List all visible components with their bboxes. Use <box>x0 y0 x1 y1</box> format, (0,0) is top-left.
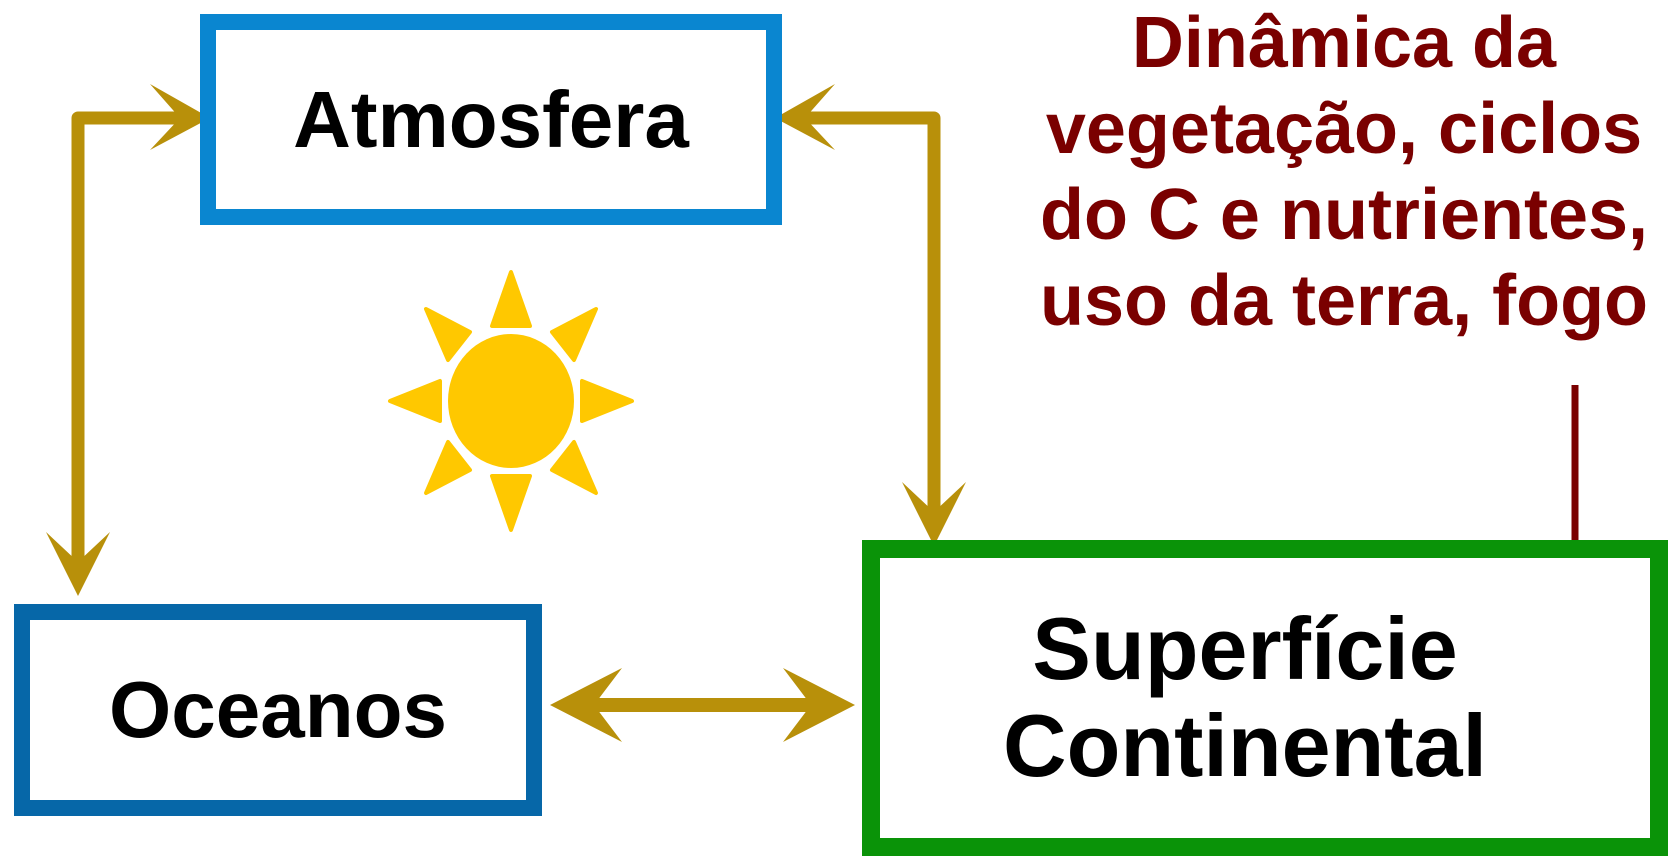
annotation-text: Dinâmica da vegetação, ciclos do C e nut… <box>1020 0 1668 344</box>
arrowhead-to-oceanos-right <box>550 668 622 742</box>
arrowhead-to-oceanos <box>46 532 110 596</box>
arrowhead-to-superficie-top <box>902 482 966 546</box>
node-superficie-label-line1: Superfície <box>1032 599 1458 699</box>
annotation-line-3: do C e nutrientes, <box>1039 175 1649 255</box>
node-oceanos-label: Oceanos <box>109 665 447 754</box>
annotation-line-1: Dinâmica da <box>1131 3 1557 83</box>
node-superficie-continental: Superfície Continental <box>862 540 1668 856</box>
node-atmosfera-label: Atmosfera <box>293 74 689 164</box>
node-superficie-label-line2: Continental <box>1003 696 1487 795</box>
node-atmosfera: Atmosfera <box>200 14 782 225</box>
annotation-line-2: vegetação, ciclos <box>1045 89 1643 169</box>
node-oceanos: Oceanos <box>14 604 542 816</box>
arrowhead-to-superficie-left <box>783 668 855 742</box>
arrow-atmosfera-superficie <box>788 111 941 517</box>
sun-icon <box>388 270 634 532</box>
annotation-line-4: uso da terra, fogo <box>1039 261 1649 341</box>
arrow-atmosfera-oceanos <box>71 111 197 567</box>
arrowhead-to-atmosfera-right <box>775 84 835 150</box>
